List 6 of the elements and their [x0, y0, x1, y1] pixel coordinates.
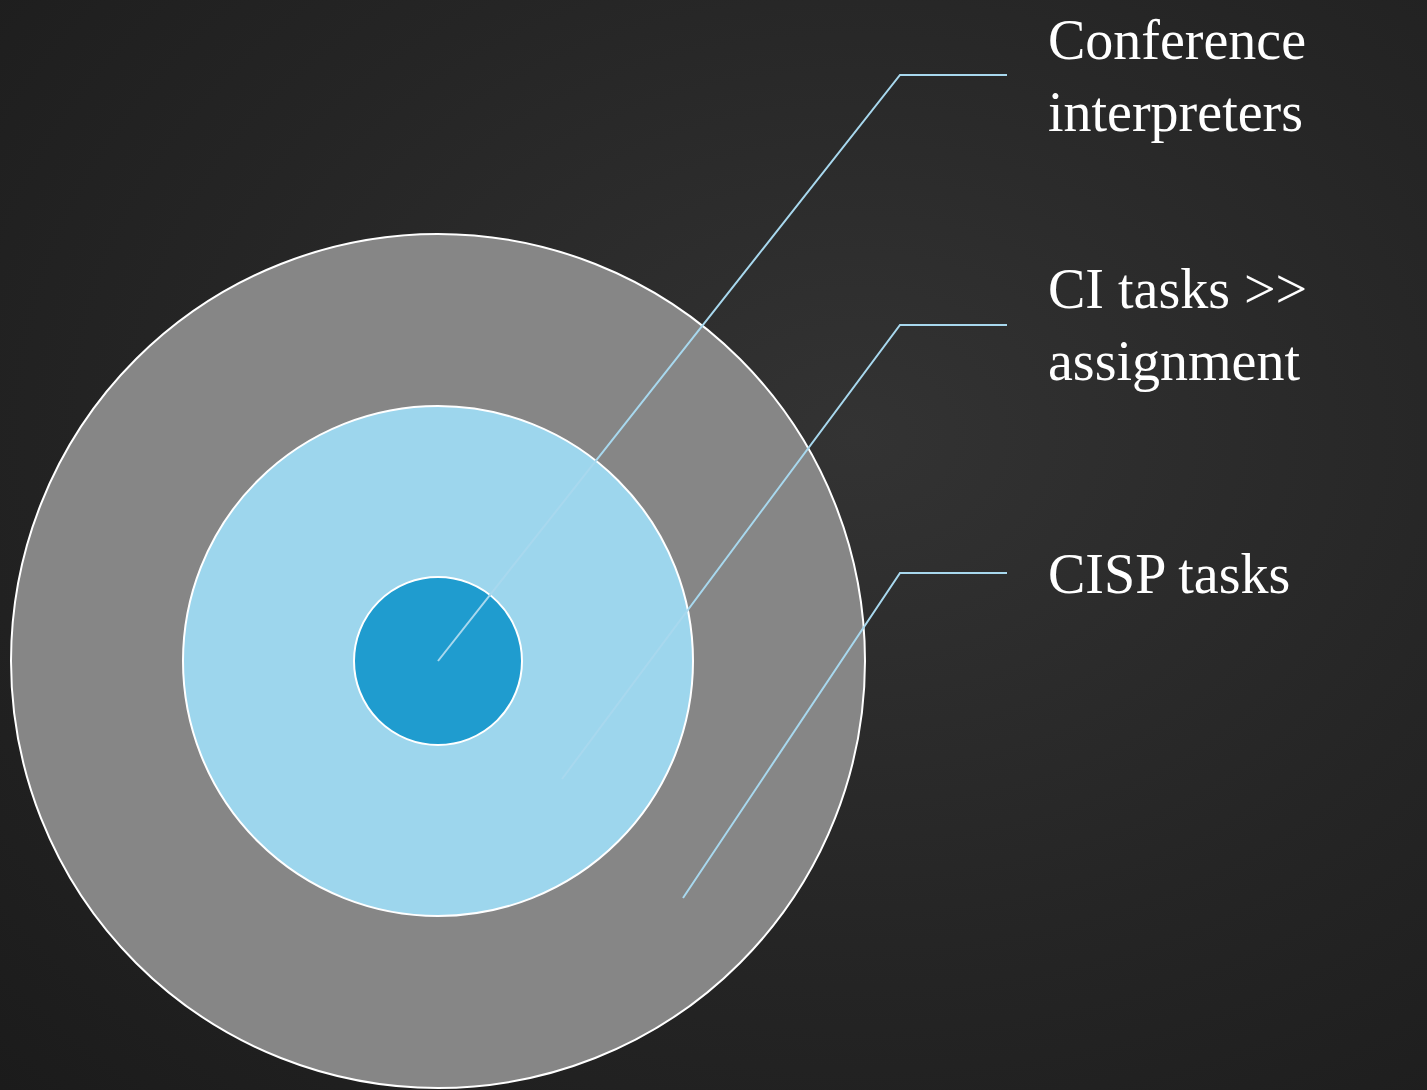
leader-line [561, 324, 1008, 780]
label-text: CISP tasks [1048, 538, 1420, 610]
label-text: Conference interpreters [1048, 4, 1420, 148]
label-text: CI tasks >> assignment [1048, 253, 1420, 397]
leader-line [437, 74, 1008, 662]
leader-line [682, 572, 1008, 899]
